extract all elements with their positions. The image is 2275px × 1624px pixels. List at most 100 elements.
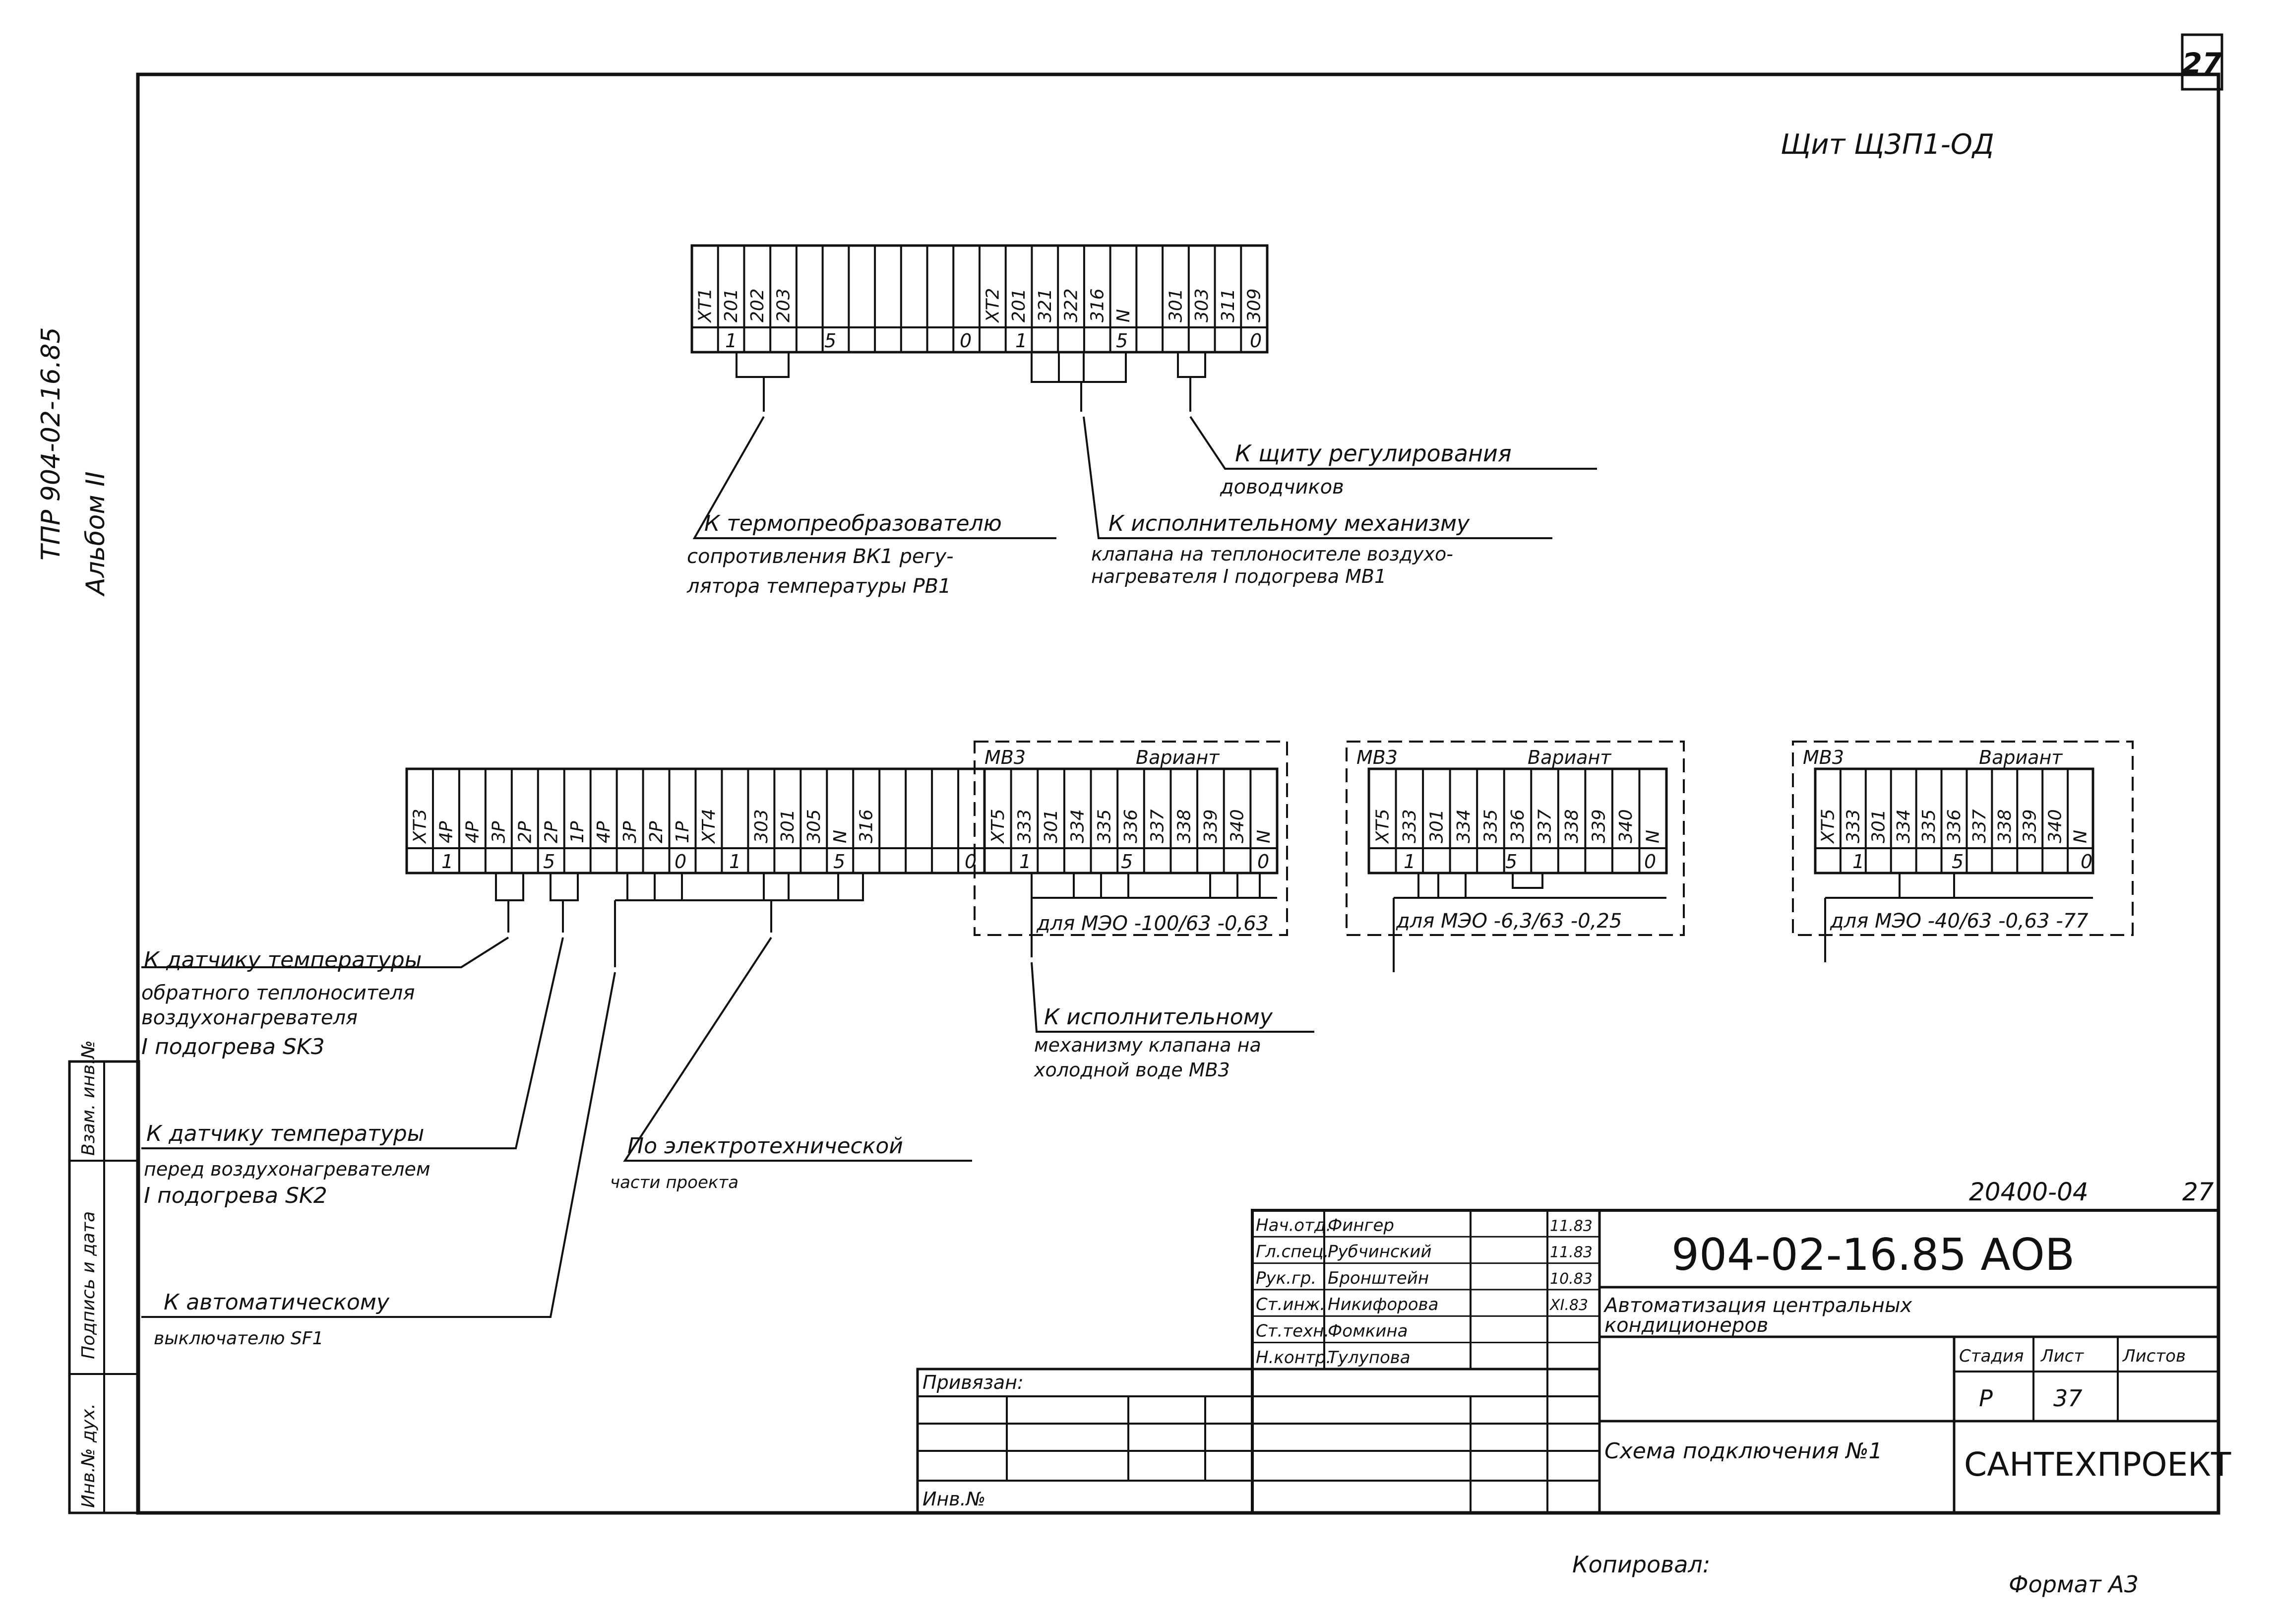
variant-a-terminal-label: 337 [1148,809,1168,843]
variant-b-num-0: 0 [1644,851,1656,873]
variant-b-terminal-label: ХТ5 [1372,809,1393,844]
variant-a-terminal-label: 335 [1094,809,1114,843]
variant-a-terminal-label: N [1254,830,1274,843]
signature-role: Рук.гр. [1256,1268,1316,1288]
signature-role: Ст.инж. [1256,1295,1325,1314]
page-number: 27 [2182,47,2222,80]
variant-a-terminal-label: 340 [1228,809,1248,843]
bottom-num-1b: 1 [729,851,741,873]
doc-number: 904-02-16.85 АОВ [1671,1229,2075,1280]
sheet-title: Схема подключения №1 [1604,1438,1882,1464]
bottom-terminal-label: 305 [804,809,824,843]
variant-b-num-5: 5 [1505,851,1517,873]
variant-a-terminal-label: 301 [1041,809,1061,843]
variant-a-label: Вариант [1136,747,1220,768]
bottom-terminal-label: 4Р [462,821,483,843]
top-num-0: 0 [960,330,972,352]
variant-b-title: МВ3 [1356,747,1398,768]
callout-sk2-3: I подогрева SK2 [144,1183,327,1208]
top-terminal-label: 311 [1218,288,1238,322]
stage-value: Р [1979,1385,1993,1412]
project-title-2: кондиционеров [1604,1314,1768,1337]
signature-date: 10.83 [1550,1270,1593,1288]
top-terminal-label: 321 [1035,288,1055,322]
callout-regulation-shield-1: К щиту регулирования [1235,440,1512,467]
variant-a-terminal-label: 336 [1121,809,1141,843]
bottom-terminal-label: 1Р [673,821,693,843]
stamp-col-replaced: Взам. инв.№ [78,1040,99,1156]
panel-title: Щит Щ3П1-ОД [1781,128,1994,161]
bottom-terminal-label: 2Р [541,821,561,843]
top-terminal-label: 202 [747,288,768,322]
variant-a-terminal-label: 333 [1014,809,1035,843]
top-num-5b: 5 [1116,330,1128,352]
callout-mv3-1: К исполнительному [1044,1004,1273,1030]
code-small: 20400-04 [1969,1178,2089,1206]
variant-a-terminal-label: 334 [1068,809,1088,843]
signature-role: Нач.отд. [1256,1215,1331,1235]
variant-b-terminal-label: N [1643,830,1663,843]
callout-sk3-1: К датчику температуры [144,947,422,973]
stamp-col-inv: Инв.№ дух. [78,1403,99,1508]
code-page: 27 [2182,1178,2214,1206]
variant-c-terminal-label: 333 [1843,809,1863,843]
bottom-terminal-label: 4Р [594,821,614,843]
signature-name: Фомкина [1328,1321,1408,1341]
bottom-terminal-label: N [830,830,851,843]
format-label: Формат А3 [2009,1571,2139,1598]
bottom-terminal-label: 1Р [567,821,588,843]
top-num-5: 5 [824,330,836,352]
variant-b-num-1: 1 [1404,851,1415,873]
variant-b-label: Вариант [1528,747,1612,768]
signature-name: Тулупова [1328,1348,1411,1368]
variant-b-note: для МЭО -6,3/63 -0,25 [1396,910,1622,933]
variant-c-terminal-label: 336 [1944,809,1965,843]
callout-sk3-3: воздухонагревателя [141,1006,358,1029]
bottom-terminal-label: ХТ3 [410,809,430,844]
callout-thermo-1: К термопреобразователю [704,511,1002,536]
callout-mv3-3: холодной воде МВ3 [1034,1059,1230,1081]
variant-a-title: МВ3 [984,747,1026,768]
bottom-num-0: 0 [675,851,686,873]
variant-b-terminal-label: 334 [1454,809,1474,843]
top-terminal-label: ХТ2 [983,288,1003,323]
signature-name: Фингер [1328,1215,1394,1235]
callout-electrical-2: части проекта [610,1173,738,1192]
signature-name: Рубчинский [1328,1242,1431,1262]
inv-no-label: Инв.№ [922,1488,985,1510]
bottom-terminal-label: 301 [778,809,798,843]
variant-c-terminal-label: 301 [1868,809,1889,843]
sheet-number: 37 [2053,1385,2083,1412]
top-terminal-label: 316 [1087,288,1107,322]
signature-name: Никифорова [1328,1295,1438,1314]
sheet-label: Лист [2040,1346,2084,1366]
signature-role: Ст.техн. [1256,1321,1329,1341]
bottom-callouts: К датчику температуры обратного теплонос… [141,937,1314,1349]
org-name: САНТЕХПРОЕКТ [1964,1445,2231,1484]
bottom-terminal-label: 3Р [620,821,640,843]
bottom-terminal-label: ХТ4 [699,809,719,844]
side-label-project: ТПР 904-02-16.85 [36,327,66,561]
signature-role: Гл.спец. [1256,1242,1329,1262]
stamp-col-signature: Подпись и дата [78,1211,99,1359]
variant-b-terminal-label: 338 [1562,809,1582,843]
callout-thermo-2: сопротивления ВК1 регу- [687,545,954,568]
variant-c-note: для МЭО -40/63 -0,63 -77 [1830,910,2089,933]
top-terminal-label: 301 [1166,288,1186,322]
bottom-terminal-label: 2Р [646,821,667,843]
top-terminal-label: 201 [721,288,741,322]
top-num-1: 1 [725,330,737,352]
signature-date: XI.83 [1549,1297,1588,1314]
bottom-num-5: 5 [543,851,555,873]
signature-name: Бронштейн [1328,1268,1429,1288]
callout-actuator-3: нагревателя I подогрева МВ1 [1091,565,1386,587]
callout-actuator-2: клапана на теплоносителе воздухо- [1091,543,1453,565]
variant-c-num-0: 0 [2081,851,2092,873]
variant-b-terminal-label: 333 [1400,809,1420,843]
variant-c-terminal-label: 337 [1969,809,1990,843]
callout-actuator-1: К исполнительному механизму [1108,511,1470,536]
